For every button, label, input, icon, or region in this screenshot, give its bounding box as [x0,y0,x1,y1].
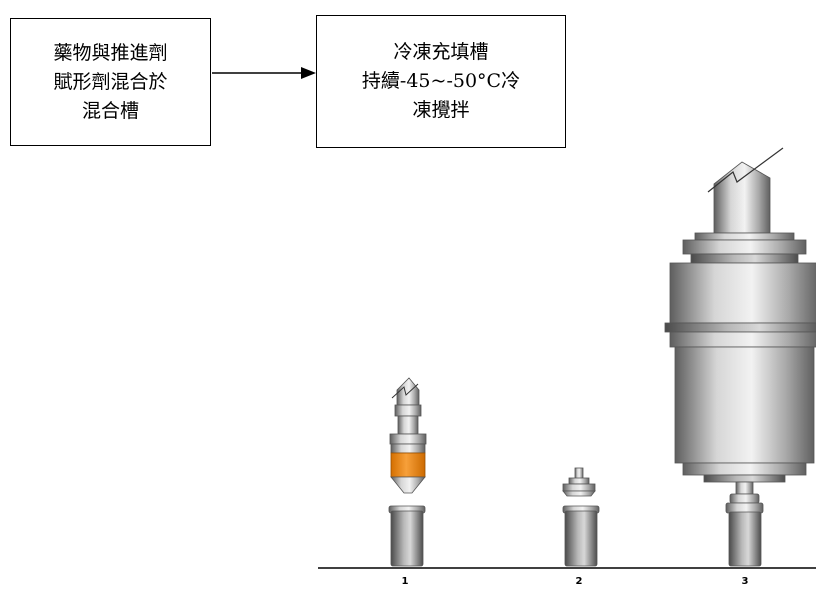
canister-station-2 [562,505,600,567]
mixing-tank-line-2: 賦形劑混合於 [53,70,168,93]
flow-arrow [212,67,316,79]
cold-fill-line-1: 冷凍充填槽 [393,41,489,63]
canister-station-3 [725,481,764,567]
mixing-tank-box: 藥物與推進劑 賦形劑混合於 混合槽 [10,18,211,146]
station-label-2: 2 [576,576,583,587]
filling-head [664,147,816,483]
cold-fill-line-2: 持續-45~-50°C冷 [361,70,521,92]
mixing-tank-line-1: 藥物與推進劑 [53,41,168,64]
station-label-1: 1 [402,576,409,587]
station-label-3: 3 [742,576,749,587]
canister-station-1 [388,505,426,567]
valve-cap [562,467,596,497]
mixing-tank-line-3: 混合槽 [81,99,139,122]
cold-fill-tank-box: 冷凍充填槽 持續-45~-50°C冷 凍攪拌 [316,15,566,148]
filling-nozzle [389,377,427,494]
cold-fill-line-3: 凍攪拌 [412,99,470,121]
